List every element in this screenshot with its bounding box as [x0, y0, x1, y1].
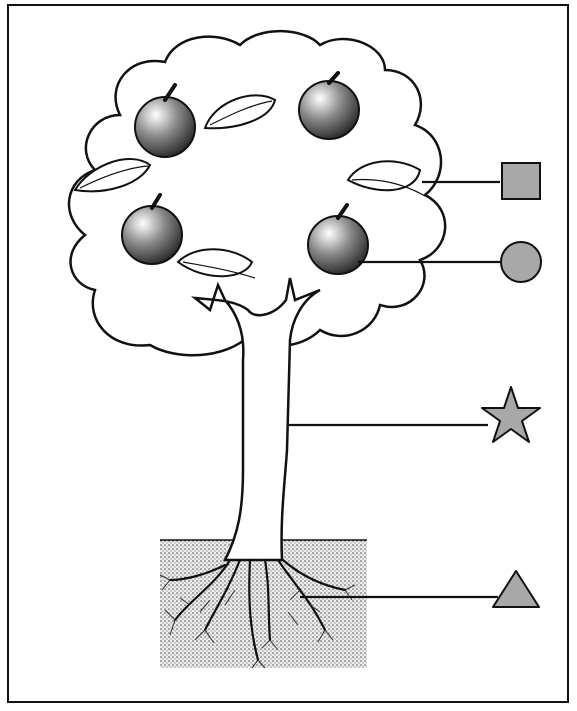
root-hairs: [159, 574, 356, 669]
square-marker: [501, 162, 541, 200]
leaf-bottom-center: [176, 248, 256, 279]
tree-canopy: [67, 29, 447, 357]
tree-roots: [168, 558, 347, 662]
triangle-marker: [492, 570, 540, 608]
circle-marker: [500, 241, 542, 283]
apple-bottom-right: [307, 203, 369, 275]
apple-bottom-left: [121, 193, 183, 265]
leaf-left: [73, 158, 152, 193]
apple-top-right: [298, 71, 360, 140]
leaf-right: [346, 160, 426, 197]
apple-top-left: [134, 83, 196, 158]
tree-trunk: [190, 277, 321, 562]
star-marker: [481, 386, 541, 443]
leaf-top-center: [203, 94, 277, 130]
